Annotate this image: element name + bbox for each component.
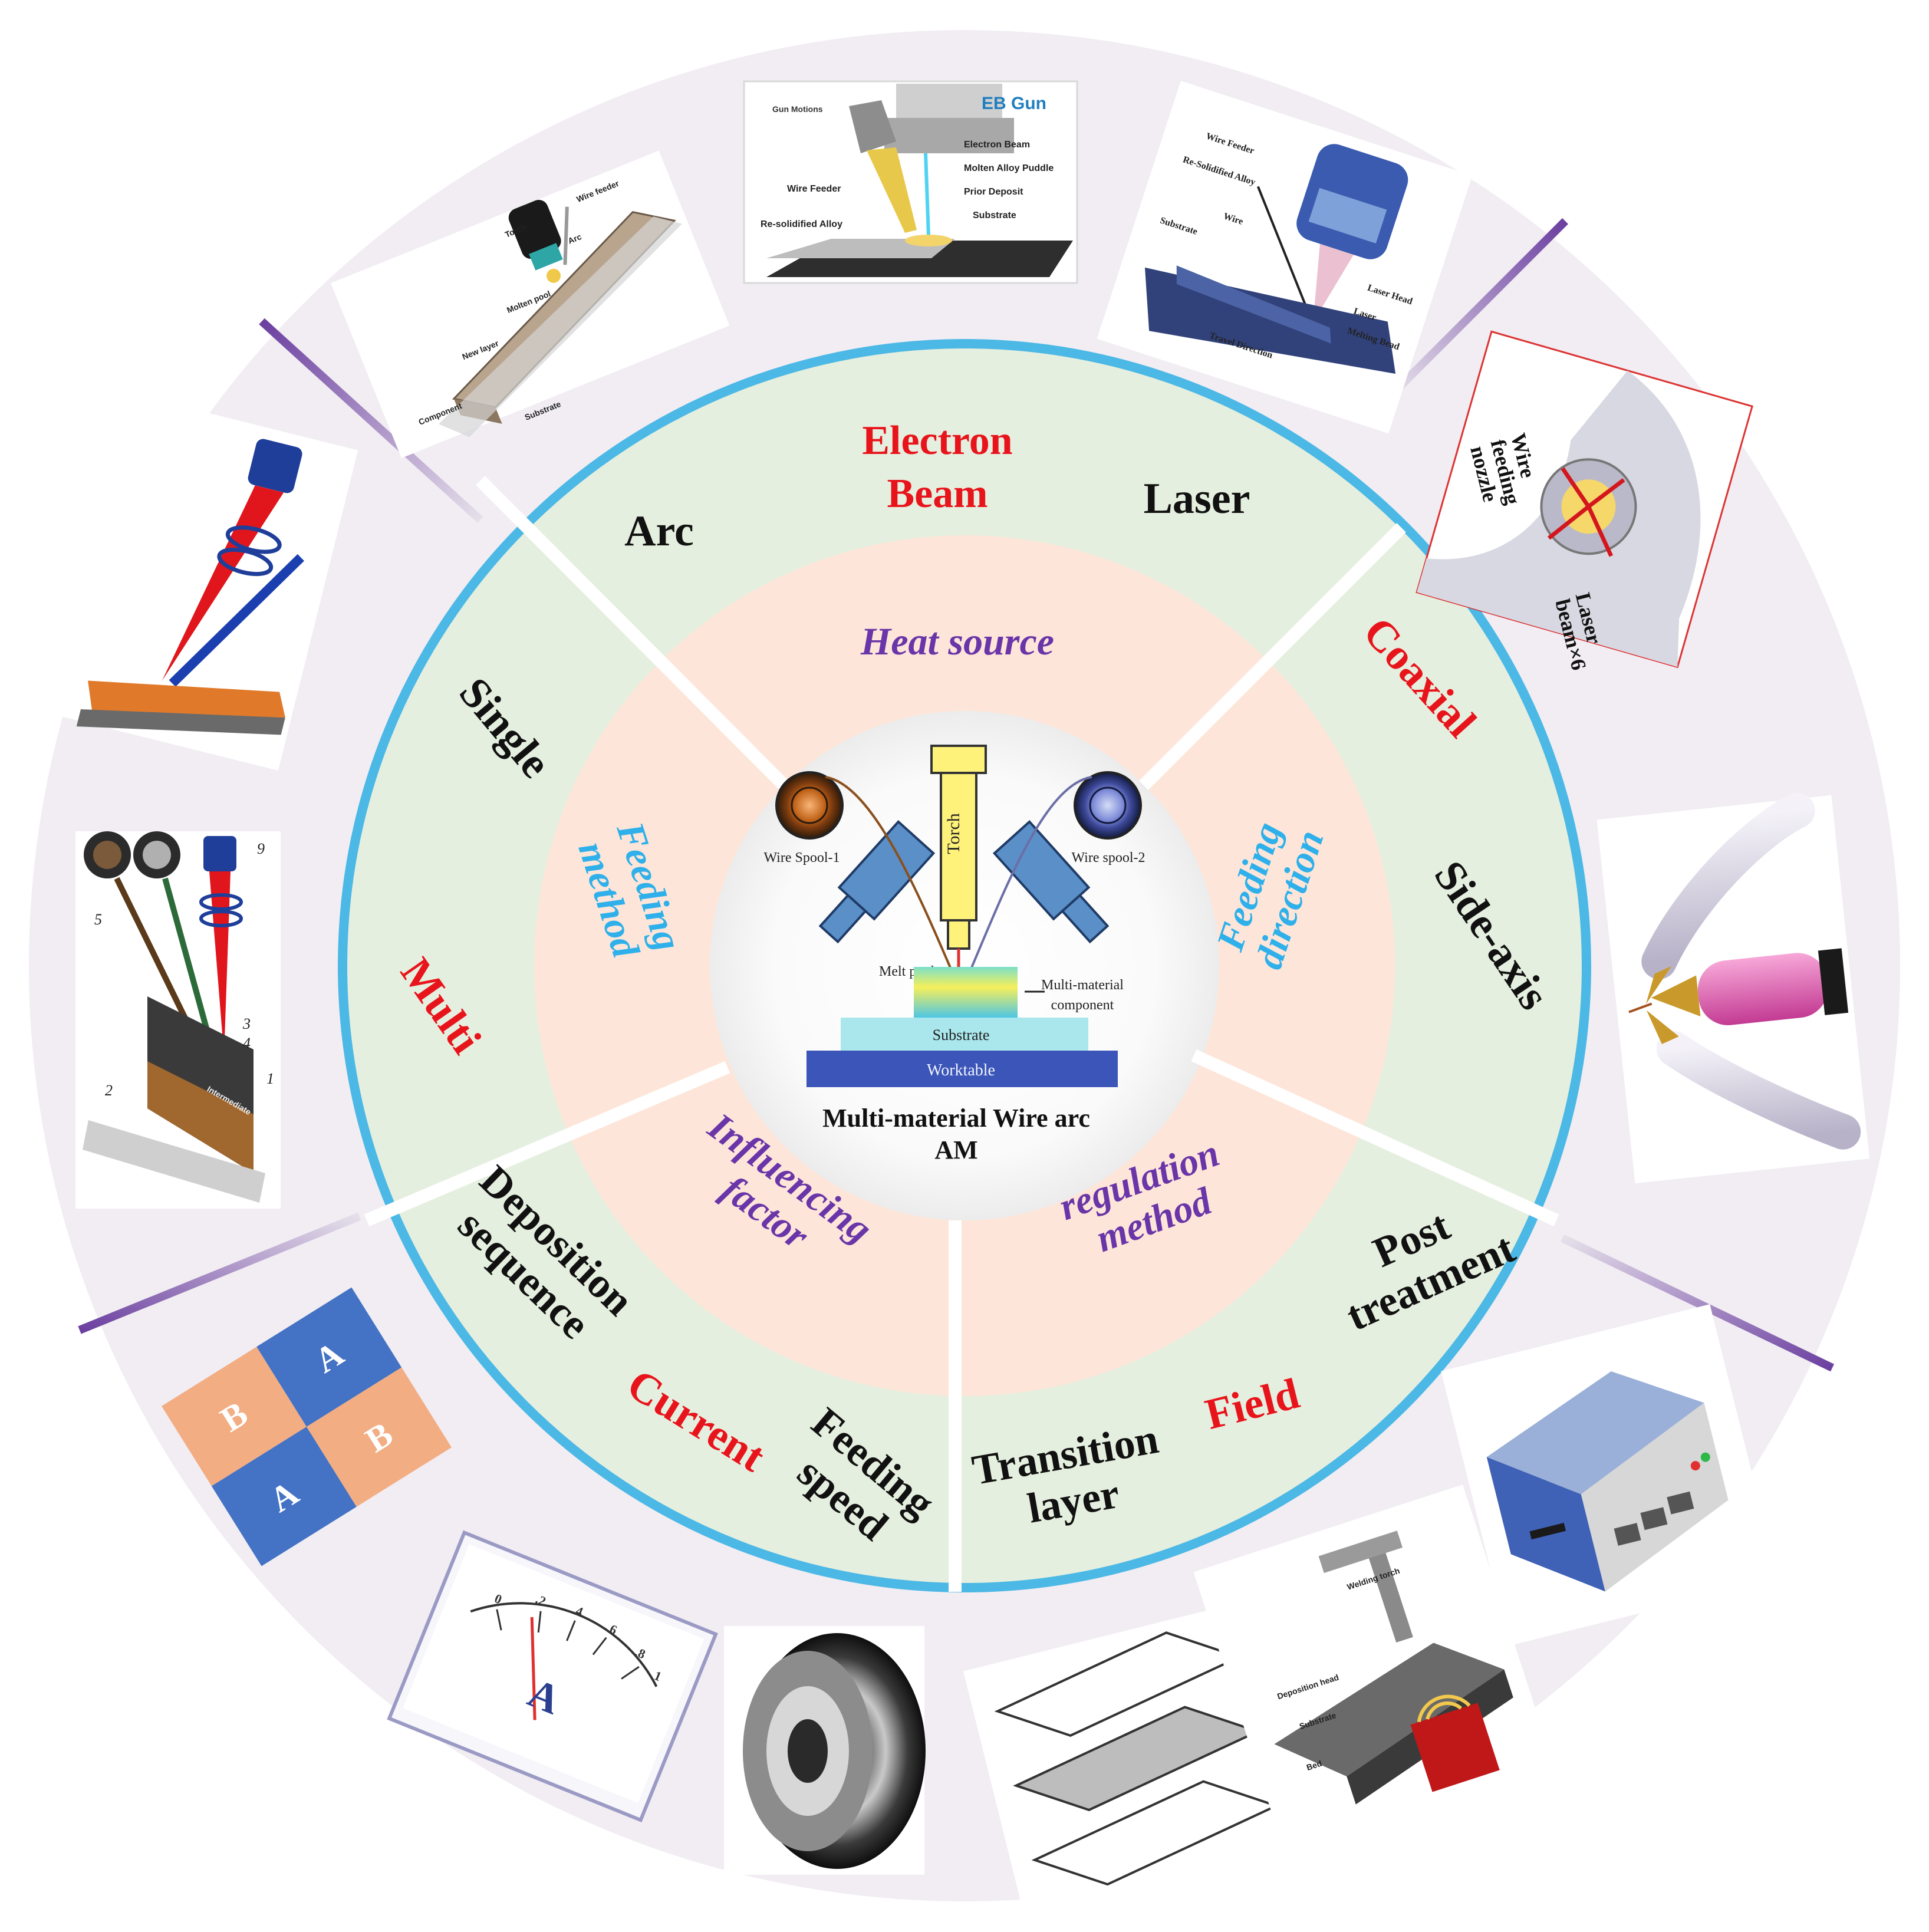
multi-num-0: 9 <box>257 840 265 857</box>
multi-wire-figure: 9 5 3 4 1 2 Intermediate <box>75 831 281 1209</box>
multi-num-1: 5 <box>94 911 102 928</box>
torch-label: Torch <box>944 813 963 854</box>
component-label-2: component <box>1051 998 1114 1013</box>
field-figure: Welding torch Deposition head Substrate … <box>1193 1485 1558 1864</box>
option-electron-beam-1: Electron <box>862 418 1012 463</box>
worktable <box>807 1051 1118 1087</box>
blue-circle <box>338 339 1591 1592</box>
spool-1-label: Wire Spool-1 <box>763 850 840 865</box>
multi-material-component <box>914 967 1018 1018</box>
coaxial-figure: Wire feeding nozzle Laser beam×6 <box>1416 330 1753 673</box>
outer-dividers <box>78 218 1835 1928</box>
category-heat-source: Heat source <box>860 620 1054 663</box>
center-schematic: Torch Wire Spool-1 Wire spool-2 Melt poo… <box>763 745 1145 1164</box>
wire-spool-1 <box>775 771 844 840</box>
torch <box>930 745 987 774</box>
substrate <box>841 1018 1088 1051</box>
field-label-3: Bed <box>1305 1759 1323 1772</box>
multi-num-5: 2 <box>105 1082 113 1099</box>
center-caption-1: Multi-material Wire arc <box>822 1104 1090 1133</box>
right-wire-feeder <box>992 819 1110 944</box>
arc-figure: Torch Arc Wire feeder Molten pool New la… <box>331 150 730 458</box>
left-wire-feeder <box>818 819 936 944</box>
substrate-label: Substrate <box>933 1026 990 1044</box>
side-axis-figure <box>1596 792 1870 1184</box>
spool-2-label: Wire spool-2 <box>1071 850 1145 865</box>
eb-label-3: Substrate <box>973 210 1016 220</box>
option-arc: Arc <box>624 507 694 555</box>
multi-num-4: 1 <box>266 1070 274 1087</box>
ab-blocks-figure: B A A B <box>162 1287 452 1566</box>
single-wire-figure <box>61 396 358 771</box>
eb-gun-figure: EB Gun Gun Motions Electron Beam Molten … <box>743 80 1078 284</box>
wire-spool-2 <box>1074 771 1142 840</box>
wire-reel-figure <box>724 1626 926 1875</box>
option-laser: Laser <box>1144 475 1250 523</box>
ammeter-figure: A 0 .2 .4 .6 .8 1 <box>387 1530 718 1823</box>
eb-label-0: Electron Beam <box>964 140 1030 150</box>
laser-figure: Wire Feeder Re-Solidified Alloy Wire Sub… <box>1097 81 1473 434</box>
center-disc <box>710 711 1219 1220</box>
component-label-1: Multi-material <box>1041 977 1124 993</box>
eb-label-1: Molten Alloy Puddle <box>964 163 1054 173</box>
sector-dividers <box>364 476 1559 1592</box>
worktable-label: Worktable <box>927 1061 995 1079</box>
eb-label-5: Re-solidified Alloy <box>761 219 842 229</box>
multi-num-3: 4 <box>243 1035 251 1052</box>
center-caption-2: AM <box>934 1135 977 1164</box>
multi-num-2: 3 <box>242 1015 251 1032</box>
eb-label-2: Prior Deposit <box>964 187 1023 197</box>
eb-gun-motions: Gun Motions <box>772 104 823 114</box>
furnace-figure <box>1441 1304 1779 1646</box>
option-electron-beam-2: Beam <box>887 471 987 516</box>
eb-label-4: Wire Feeder <box>787 184 841 194</box>
eb-gun-title: EB Gun <box>982 94 1046 113</box>
